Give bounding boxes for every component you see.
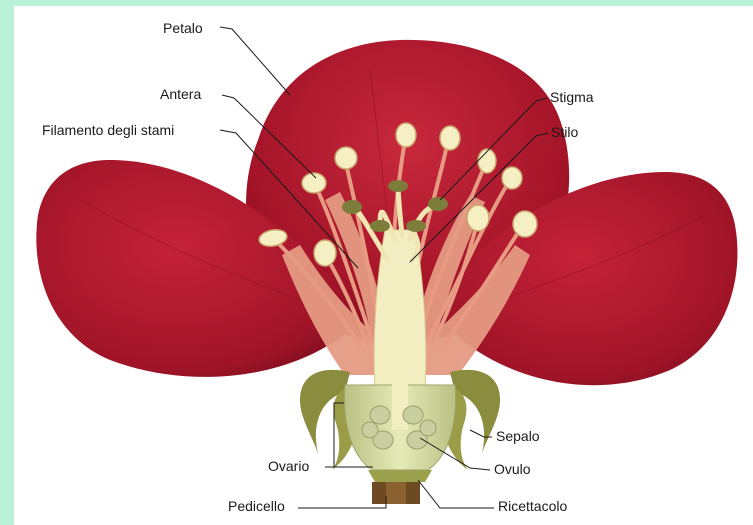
label-stigma: Stigma — [550, 89, 594, 105]
label-ovulo: Ovulo — [494, 461, 531, 477]
label-stilo: Stilo — [551, 124, 578, 140]
label-ovario: Ovario — [268, 458, 309, 474]
label-filamento: Filamento degli stami — [42, 122, 174, 138]
receptacle — [368, 470, 432, 482]
label-pedicello: Pedicello — [228, 498, 285, 514]
label-ricettacolo: Ricettacolo — [498, 498, 567, 514]
label-petalo: Petalo — [163, 20, 203, 36]
label-sepalo: Sepalo — [496, 428, 540, 444]
label-antera: Antera — [160, 86, 201, 102]
